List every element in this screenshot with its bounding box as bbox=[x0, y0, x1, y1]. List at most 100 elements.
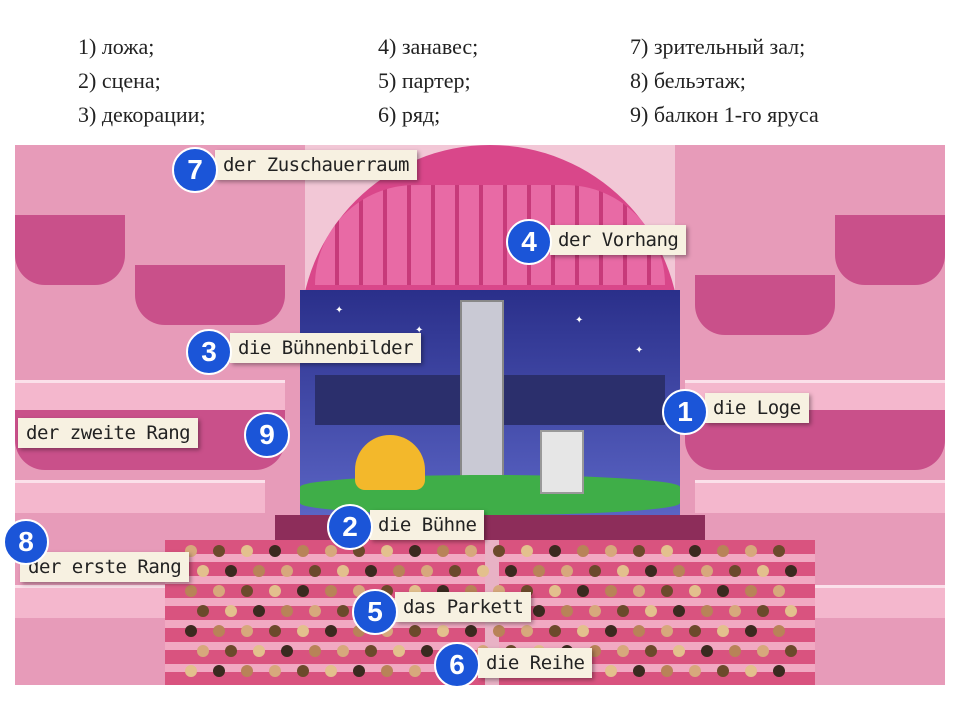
vocab-item: 3) декорации; bbox=[78, 102, 206, 127]
number-badge-5: 5 bbox=[352, 589, 398, 635]
audience-member bbox=[617, 605, 629, 617]
audience-member bbox=[521, 625, 533, 637]
audience-member bbox=[633, 545, 645, 557]
audience-member bbox=[325, 545, 337, 557]
number-badge-1: 1 bbox=[662, 389, 708, 435]
label-buehnenbilder: die Bühnenbilder bbox=[230, 333, 422, 363]
audience-member bbox=[197, 565, 209, 577]
audience-member bbox=[337, 565, 349, 577]
vocab-item: 8) бельэтаж; bbox=[630, 68, 746, 93]
audience-member bbox=[269, 625, 281, 637]
audience-member bbox=[645, 565, 657, 577]
audience-member bbox=[521, 545, 533, 557]
audience-member bbox=[269, 665, 281, 677]
audience-member bbox=[337, 645, 349, 657]
carriage bbox=[355, 435, 425, 490]
audience-member bbox=[661, 585, 673, 597]
audience-member bbox=[477, 565, 489, 577]
audience-member bbox=[577, 545, 589, 557]
audience-member bbox=[437, 625, 449, 637]
audience-member bbox=[393, 645, 405, 657]
audience-member bbox=[773, 665, 785, 677]
audience-member bbox=[281, 645, 293, 657]
audience-member bbox=[241, 665, 253, 677]
audience-member bbox=[197, 605, 209, 617]
box-right bbox=[695, 275, 835, 335]
vocab-item: 6) ряд; bbox=[378, 102, 441, 127]
audience-member bbox=[309, 565, 321, 577]
box-right bbox=[835, 215, 945, 285]
audience-member bbox=[549, 585, 561, 597]
audience-member bbox=[365, 645, 377, 657]
audience-member bbox=[533, 565, 545, 577]
audience-member bbox=[269, 545, 281, 557]
audience-member bbox=[605, 585, 617, 597]
label-reihe: die Reihe bbox=[478, 648, 593, 678]
star-icon: ✦ bbox=[335, 305, 344, 316]
label-buehne: die Bühne bbox=[370, 510, 485, 540]
audience-member bbox=[297, 585, 309, 597]
audience-member bbox=[225, 645, 237, 657]
audience-member bbox=[701, 605, 713, 617]
vocab-item: 7) зрительный зал; bbox=[630, 34, 806, 59]
label-loge: die Loge bbox=[705, 393, 809, 423]
audience-member bbox=[673, 565, 685, 577]
number-badge-4: 4 bbox=[506, 219, 552, 265]
vocab-item: 2) сцена; bbox=[78, 68, 161, 93]
audience-member bbox=[617, 645, 629, 657]
audience-member bbox=[785, 645, 797, 657]
audience-member bbox=[325, 585, 337, 597]
audience-member bbox=[297, 545, 309, 557]
vocab-column-2: 4) занавес; 5) партер; 6) ряд; bbox=[378, 30, 478, 132]
audience-member bbox=[241, 545, 253, 557]
audience-member bbox=[673, 605, 685, 617]
star-icon: ✦ bbox=[575, 315, 584, 326]
audience-member bbox=[505, 565, 517, 577]
audience-member bbox=[745, 625, 757, 637]
audience-member bbox=[185, 585, 197, 597]
audience-member bbox=[633, 665, 645, 677]
audience-member bbox=[409, 625, 421, 637]
balcony-rail bbox=[695, 480, 945, 513]
audience-member bbox=[309, 645, 321, 657]
audience-member bbox=[241, 625, 253, 637]
audience-member bbox=[325, 665, 337, 677]
audience-member bbox=[745, 545, 757, 557]
audience-member bbox=[561, 605, 573, 617]
audience-member bbox=[409, 665, 421, 677]
audience-member bbox=[757, 605, 769, 617]
balcony-rail bbox=[15, 480, 265, 513]
audience-member bbox=[661, 545, 673, 557]
audience-member bbox=[309, 605, 321, 617]
audience-member bbox=[409, 545, 421, 557]
audience-member bbox=[661, 625, 673, 637]
audience-member bbox=[337, 605, 349, 617]
audience-member bbox=[225, 565, 237, 577]
balcony-rail bbox=[15, 380, 285, 413]
audience-member bbox=[325, 625, 337, 637]
audience-member bbox=[381, 665, 393, 677]
audience-member bbox=[213, 545, 225, 557]
audience-member bbox=[213, 585, 225, 597]
audience-member bbox=[213, 625, 225, 637]
audience-member bbox=[393, 565, 405, 577]
audience-member bbox=[561, 565, 573, 577]
label-erste-rang: der erste Rang bbox=[20, 552, 190, 582]
audience-member bbox=[605, 545, 617, 557]
vocab-item: 4) занавес; bbox=[378, 34, 479, 59]
number-badge-6: 6 bbox=[434, 642, 480, 688]
audience-member bbox=[185, 665, 197, 677]
label-zweite-rang: der zweite Rang bbox=[18, 418, 199, 448]
audience-member bbox=[465, 625, 477, 637]
star-icon: ✦ bbox=[635, 345, 644, 356]
vocab-column-1: 1) ложа; 2) сцена; 3) декорации; bbox=[78, 30, 206, 132]
audience-member bbox=[645, 605, 657, 617]
audience-member bbox=[365, 565, 377, 577]
number-badge-9: 9 bbox=[244, 412, 290, 458]
audience-member bbox=[353, 665, 365, 677]
audience-member bbox=[633, 585, 645, 597]
audience-member bbox=[421, 645, 433, 657]
vocab-item: 5) партер; bbox=[378, 68, 471, 93]
vocab-item: 9) балкон 1-го яруса bbox=[630, 102, 819, 127]
audience-member bbox=[757, 565, 769, 577]
